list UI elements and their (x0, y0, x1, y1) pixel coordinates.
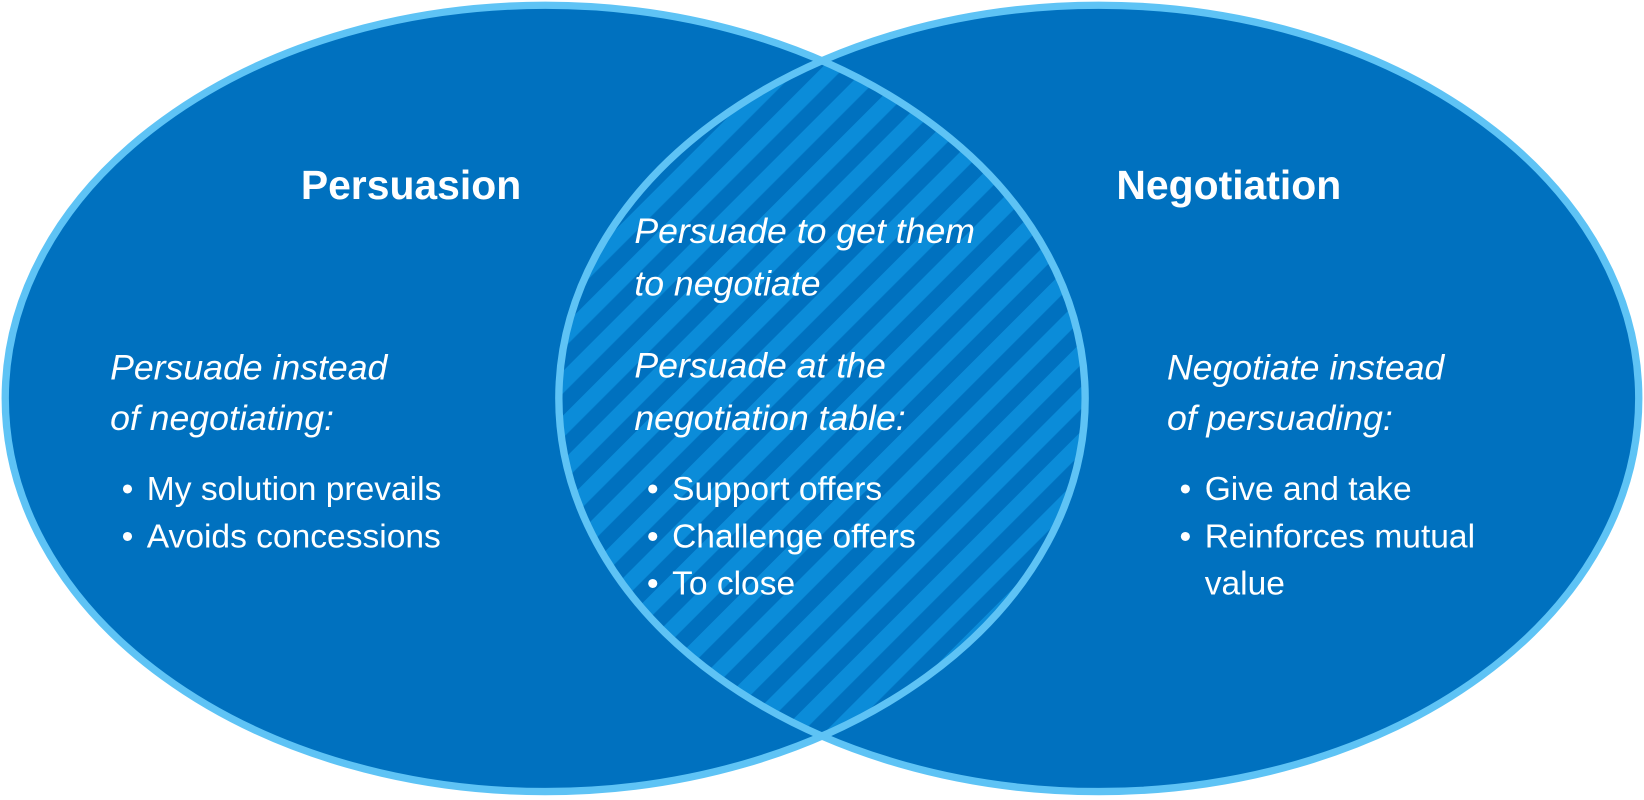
right-subtitle-line-1: Negotiate instead (1167, 348, 1445, 388)
right-bullet-1: Give and take (1205, 471, 1412, 508)
right-bullet-2-continuation: value (1205, 565, 1285, 602)
right-bullet-2: Reinforces mutual (1205, 518, 1475, 555)
middle-bullet-3: To close (672, 565, 795, 602)
middle-bullet-marker: • (647, 518, 659, 555)
right-bullet-marker: • (1180, 518, 1192, 555)
middle-subtitle-line-2: negotiation table: (634, 398, 905, 438)
middle-bullet-marker: • (647, 565, 659, 602)
middle-intro-line-2: to negotiate (634, 264, 820, 304)
middle-intro-line-1: Persuade to get them (634, 211, 975, 251)
middle-bullet-1: Support offers (672, 471, 882, 508)
left-bullet-marker: • (122, 518, 134, 555)
left-bullet-2: Avoids concessions (147, 518, 441, 555)
persuasion-circle-outline (1, 1, 1089, 796)
left-subtitle-line-1: Persuade instead (110, 348, 388, 388)
middle-subtitle-line-1: Persuade at the (634, 345, 886, 385)
negotiation-circle-outline (555, 1, 1643, 796)
overlap-region (558, 5, 1086, 792)
left-bullet-1: My solution prevails (147, 471, 442, 508)
persuasion-title: Persuasion (301, 162, 521, 208)
left-bullet-marker: • (122, 471, 134, 508)
negotiation-title: Negotiation (1116, 162, 1341, 208)
right-bullet-marker: • (1180, 471, 1192, 508)
left-subtitle-line-2: of negotiating: (110, 398, 334, 438)
middle-bullet-marker: • (647, 471, 659, 508)
right-subtitle-line-2: of persuading: (1167, 398, 1393, 438)
middle-bullet-2: Challenge offers (672, 518, 916, 555)
